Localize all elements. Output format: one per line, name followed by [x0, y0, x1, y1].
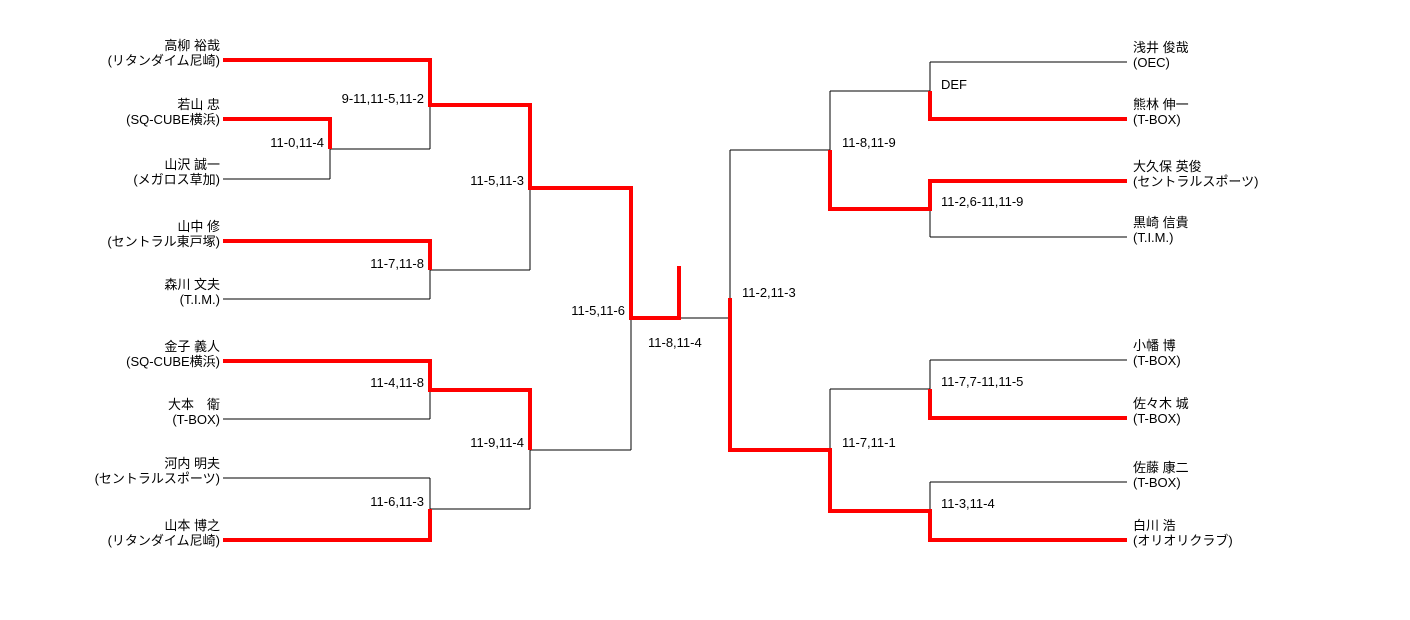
player-club: (リタンダイム尼崎) — [107, 533, 220, 548]
player-name: 山中 修 — [177, 219, 220, 234]
player-name: 若山 忠 — [177, 97, 220, 112]
player-shirakawa: 白川 浩 (オリオリクラブ) — [1133, 518, 1233, 548]
score-r-final: 11-2,11-3 — [742, 285, 796, 300]
winner-path-kaneko — [223, 359, 532, 450]
score-r-r2: 11-2,6-11,11-9 — [941, 194, 1024, 209]
winner-path-okubo — [828, 150, 1127, 211]
player-omoto: 大本 衛 (T-BOX) — [168, 397, 220, 427]
player-sato: 佐藤 康二 (T-BOX) — [1133, 460, 1189, 490]
player-name: 山沢 誠一 — [164, 157, 220, 172]
player-club: (メガロス草加) — [133, 172, 220, 187]
score-r-qf2: 11-7,11-1 — [842, 435, 896, 450]
player-club: (T-BOX) — [1133, 353, 1181, 368]
player-club: (セントラルスポーツ) — [94, 471, 220, 486]
player-kurosaki: 黒崎 信貴 (T.I.M.) — [1133, 215, 1189, 245]
player-club: (T-BOX) — [172, 412, 220, 427]
score-l-qf4: 11-6,11-3 — [370, 494, 424, 509]
score-l-qf1: 9-11,11-5,11-2 — [341, 91, 424, 106]
player-obata: 小幡 博 (T-BOX) — [1133, 338, 1181, 368]
player-club: (セントラル東戸塚) — [107, 234, 220, 249]
player-name: 浅井 俊哉 — [1133, 40, 1189, 55]
player-club: (SQ-CUBE横浜) — [126, 354, 220, 369]
score-r-r4: 11-3,11-4 — [941, 496, 995, 511]
score-grand-final: 11-8,11-4 — [648, 335, 702, 350]
player-wakayama: 若山 忠 (SQ-CUBE横浜) — [126, 97, 220, 127]
player-club: (T-BOX) — [1133, 112, 1181, 127]
player-yamamoto: 山本 博之 (リタンダイム尼崎) — [108, 518, 220, 548]
bracket-structure-left — [223, 59, 730, 541]
winner-path-sasaki — [928, 389, 1127, 420]
player-morikawa: 森川 文夫 (T.I.M.) — [164, 277, 220, 307]
player-name: 高柳 裕哉 — [164, 38, 220, 53]
winner-path-wakayama — [223, 117, 332, 149]
player-name: 佐藤 康二 — [1133, 460, 1189, 475]
score-l-sf2: 11-9,11-4 — [470, 435, 524, 450]
score-l-qf3: 11-4,11-8 — [370, 375, 424, 390]
player-club: (T.I.M.) — [1133, 230, 1174, 245]
player-club: (リタンダイム尼崎) — [107, 53, 220, 68]
player-club: (SQ-CUBE横浜) — [126, 112, 220, 127]
player-name: 白川 浩 — [1133, 518, 1176, 533]
player-club: (オリオリクラブ) — [1133, 533, 1233, 548]
player-yamasawa: 山沢 誠一 (メガロス草加) — [133, 157, 220, 187]
player-name: 黒崎 信貴 — [1133, 215, 1189, 230]
winner-path-takayanagi-champion — [223, 58, 681, 320]
player-name: 小幡 博 — [1133, 338, 1176, 353]
player-name: 大本 衛 — [167, 397, 220, 412]
player-kumabayashi: 熊林 伸一 (T-BOX) — [1133, 97, 1189, 127]
score-l-qf2: 11-7,11-8 — [370, 256, 424, 271]
player-club: (OEC) — [1133, 55, 1170, 70]
player-kaneko: 金子 義人 (SQ-CUBE横浜) — [126, 339, 220, 369]
player-name: 河内 明夫 — [164, 456, 220, 471]
winner-path-shirakawa — [728, 298, 1127, 542]
score-l-sf1: 11-5,11-3 — [470, 173, 524, 188]
score-r-r3: 11-7,7-11,11-5 — [941, 374, 1024, 389]
player-okubo: 大久保 英俊 (セントラルスポーツ) — [1133, 159, 1258, 189]
player-name: 山本 博之 — [164, 518, 220, 533]
score-l-final: 11-5,11-6 — [571, 303, 625, 318]
player-club: (T-BOX) — [1133, 411, 1181, 426]
player-yamanaka: 山中 修 (セントラル東戸塚) — [107, 219, 220, 249]
player-name: 大久保 英俊 — [1133, 159, 1202, 174]
player-club: (セントラルスポーツ) — [1133, 174, 1259, 189]
winner-path-yamamoto — [223, 509, 432, 542]
score-r-r1: DEF — [941, 77, 967, 92]
player-club: (T.I.M.) — [179, 292, 220, 307]
winner-path-yamanaka — [223, 239, 432, 270]
player-name: 熊林 伸一 — [1133, 97, 1189, 112]
winner-path-kumabayashi — [928, 91, 1127, 121]
player-asai: 浅井 俊哉 (OEC) — [1133, 40, 1189, 70]
player-name: 森川 文夫 — [164, 277, 220, 292]
player-name: 金子 義人 — [164, 339, 220, 354]
player-name: 佐々木 城 — [1133, 396, 1189, 411]
player-sasaki: 佐々木 城 (T-BOX) — [1133, 396, 1189, 426]
player-takayanagi: 高柳 裕哉 (リタンダイム尼崎) — [108, 38, 220, 68]
score-l-r1: 11-0,11-4 — [270, 135, 324, 150]
player-club: (T-BOX) — [1133, 475, 1181, 490]
bracket-structure-right — [729, 61, 1127, 541]
score-r-qf1: 11-8,11-9 — [842, 135, 896, 150]
player-kawauchi: 河内 明夫 (セントラルスポーツ) — [95, 456, 220, 486]
